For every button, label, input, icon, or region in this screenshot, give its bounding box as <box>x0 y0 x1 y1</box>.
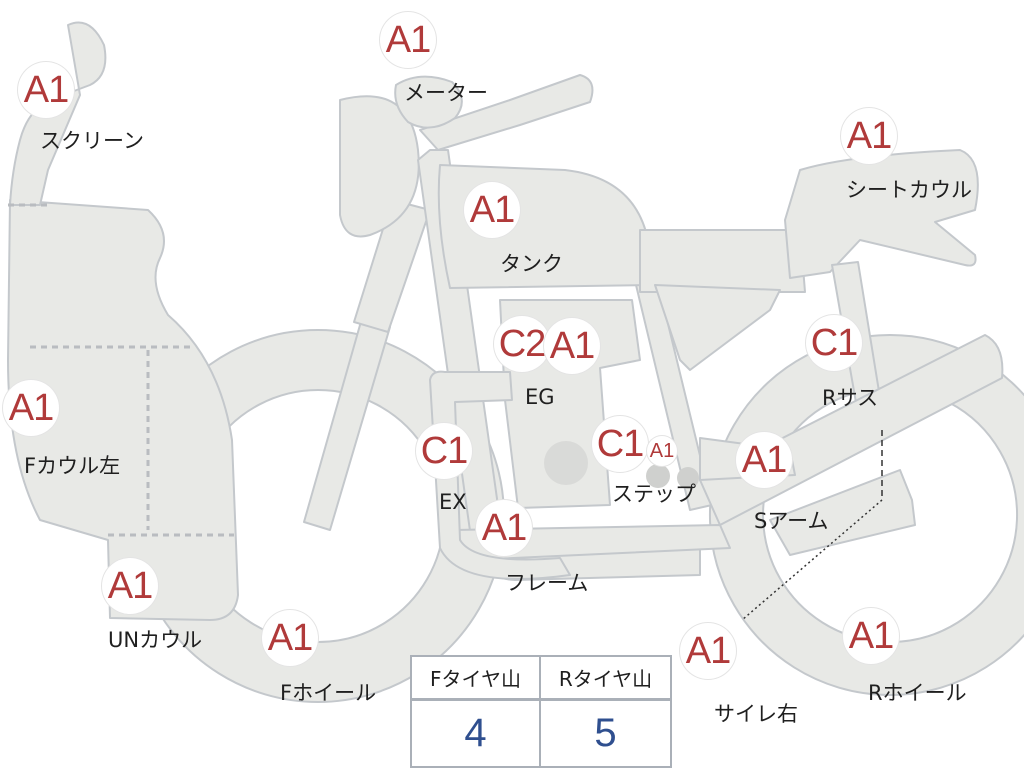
grade-badge-step-1: C1 <box>592 416 648 472</box>
part-label-muffler: サイレ右 <box>714 702 798 726</box>
headlight-shape <box>339 95 420 238</box>
part-label-meter: メーター <box>404 81 488 105</box>
front-tire-header: Fタイヤ山 <box>412 657 541 701</box>
handlebar-shape <box>419 74 594 151</box>
grade-badge-muffler: A1 <box>680 623 736 679</box>
part-label-ex: EX <box>439 490 467 514</box>
part-label-rwheel: Rホイール <box>868 681 967 705</box>
front-tire-value: 4 <box>412 701 541 766</box>
leader-line-muffler <box>741 499 883 621</box>
grade-badge-sarm: A1 <box>736 432 792 488</box>
grade-badge-seatcowl: A1 <box>841 108 897 164</box>
part-label-eg: EG <box>525 385 555 409</box>
rear-tire-value: 5 <box>594 711 617 755</box>
part-label-uncowl: UNカウル <box>108 628 203 652</box>
grade-badge-step-2: A1 <box>647 436 677 466</box>
grade-badge-fwheel: A1 <box>262 610 318 666</box>
grade-badge-screen: A1 <box>18 62 74 118</box>
part-label-screen: スクリーン <box>40 129 144 153</box>
front-cowl-shape <box>7 199 239 621</box>
part-label-step: ステップ <box>612 482 696 506</box>
part-label-fwheel: Fホイール <box>280 681 377 705</box>
part-label-frame: フレーム <box>505 571 589 595</box>
seat-shape <box>639 229 806 293</box>
grade-badge-ex: C1 <box>416 423 472 479</box>
muffler-shape <box>769 469 916 556</box>
grade-badge-meter: A1 <box>380 12 436 68</box>
grade-badge-fcowl: A1 <box>3 380 59 436</box>
tire-tread-table: Fタイヤ山 Rタイヤ山 4 5 <box>410 655 672 768</box>
exhaust-shape <box>429 370 571 580</box>
part-label-tank: タンク <box>500 252 563 276</box>
grade-badge-uncowl: A1 <box>102 558 158 614</box>
grade-badge-tank: A1 <box>464 182 520 238</box>
grade-badge-rwheel: A1 <box>843 608 899 664</box>
part-label-seatcowl: シートカウル <box>846 178 972 202</box>
seat-cowl-shape <box>784 149 979 279</box>
grade-badge-frame: A1 <box>476 500 532 556</box>
part-label-fcowl: Fカウル左 <box>24 454 121 478</box>
grade-badge-eg-1: C2 <box>494 316 550 372</box>
grade-badge-eg-2: A1 <box>544 318 600 374</box>
grade-badge-rsus: C1 <box>806 315 862 371</box>
meter-shape <box>394 75 463 129</box>
part-label-rsus: Rサス <box>822 386 879 410</box>
part-label-sarm: Sアーム <box>754 509 829 533</box>
rear-tire-header: Rタイヤ山 <box>541 657 670 701</box>
